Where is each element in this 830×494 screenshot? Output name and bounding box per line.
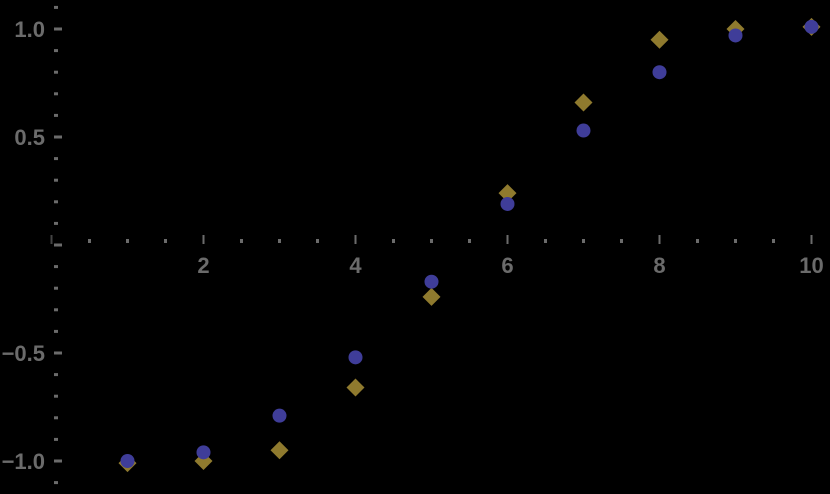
x-minor-tick — [126, 239, 129, 243]
circle-marker — [500, 196, 515, 211]
x-minor-tick — [696, 239, 699, 243]
x-minor-tick — [582, 239, 585, 243]
x-major-tick — [810, 235, 813, 244]
y-major-tick — [54, 27, 62, 31]
y-minor-tick — [54, 113, 58, 117]
data-series — [118, 17, 821, 473]
diamond-marker — [498, 184, 517, 203]
circle-marker — [348, 350, 363, 365]
circle-marker — [728, 28, 743, 43]
series-2 — [120, 19, 819, 468]
x-minor-tick — [734, 239, 737, 243]
x-major-tick — [354, 235, 357, 244]
y-minor-tick — [54, 265, 58, 269]
x-minor-tick — [316, 239, 319, 243]
circle-marker — [576, 123, 591, 138]
y-minor-tick — [54, 92, 58, 96]
diamond-marker — [650, 30, 669, 49]
y-minor-tick — [54, 286, 58, 290]
x-minor-tick — [88, 239, 91, 243]
y-tick-label: 0.5 — [14, 125, 45, 150]
circle-marker — [196, 445, 211, 460]
x-major-tick — [506, 235, 509, 244]
x-major-tick — [50, 235, 53, 244]
y-minor-tick — [54, 481, 58, 485]
y-minor-tick — [54, 178, 58, 182]
circle-marker — [424, 274, 439, 289]
x-minor-tick — [620, 239, 623, 243]
y-minor-tick — [54, 416, 58, 420]
x-minor-tick — [278, 239, 281, 243]
y-tick-label: −1.0 — [2, 449, 45, 474]
x-axis-major-ticks — [50, 235, 813, 244]
x-tick-label: 10 — [799, 253, 823, 278]
y-axis-minor-ticks — [54, 5, 58, 485]
y-minor-tick — [54, 308, 58, 312]
x-tick-label: 2 — [197, 253, 209, 278]
y-minor-tick — [54, 394, 58, 398]
y-minor-tick — [54, 157, 58, 161]
y-minor-tick — [54, 70, 58, 74]
x-major-tick — [658, 235, 661, 244]
x-minor-tick — [164, 239, 167, 243]
x-major-tick — [202, 235, 205, 244]
x-tick-label: 4 — [349, 253, 362, 278]
y-minor-tick — [54, 221, 58, 225]
x-minor-tick — [772, 239, 775, 243]
x-axis-minor-ticks — [88, 239, 775, 243]
circle-marker — [272, 408, 287, 423]
circle-marker — [120, 454, 135, 468]
y-axis-major-ticks — [54, 27, 62, 463]
y-axis-tick-labels: −1.0 −0.5 0.5 1.0 — [2, 17, 45, 474]
y-tick-label: −0.5 — [2, 341, 45, 366]
x-tick-label: 8 — [653, 253, 665, 278]
circle-marker — [804, 19, 819, 34]
y-minor-tick — [54, 5, 58, 9]
x-minor-tick — [392, 239, 395, 243]
y-major-tick — [54, 351, 62, 355]
x-tick-label: 6 — [501, 253, 513, 278]
diamond-marker — [422, 287, 441, 306]
y-minor-tick — [54, 329, 58, 333]
x-minor-tick — [544, 239, 547, 243]
y-minor-tick — [54, 49, 58, 53]
y-minor-tick — [54, 200, 58, 204]
x-axis-tick-labels: 2 4 6 8 10 — [197, 253, 823, 278]
x-minor-tick — [240, 239, 243, 243]
x-minor-tick — [468, 239, 471, 243]
y-major-tick — [54, 459, 62, 463]
x-minor-tick — [430, 239, 433, 243]
diamond-marker — [574, 93, 593, 112]
diamond-marker — [270, 441, 289, 460]
y-major-tick — [54, 135, 62, 139]
diamond-marker — [346, 378, 365, 397]
y-major-tick — [54, 243, 62, 247]
circle-marker — [652, 65, 667, 80]
y-minor-tick — [54, 373, 58, 377]
y-tick-label: 1.0 — [14, 17, 45, 42]
y-minor-tick — [54, 437, 58, 441]
